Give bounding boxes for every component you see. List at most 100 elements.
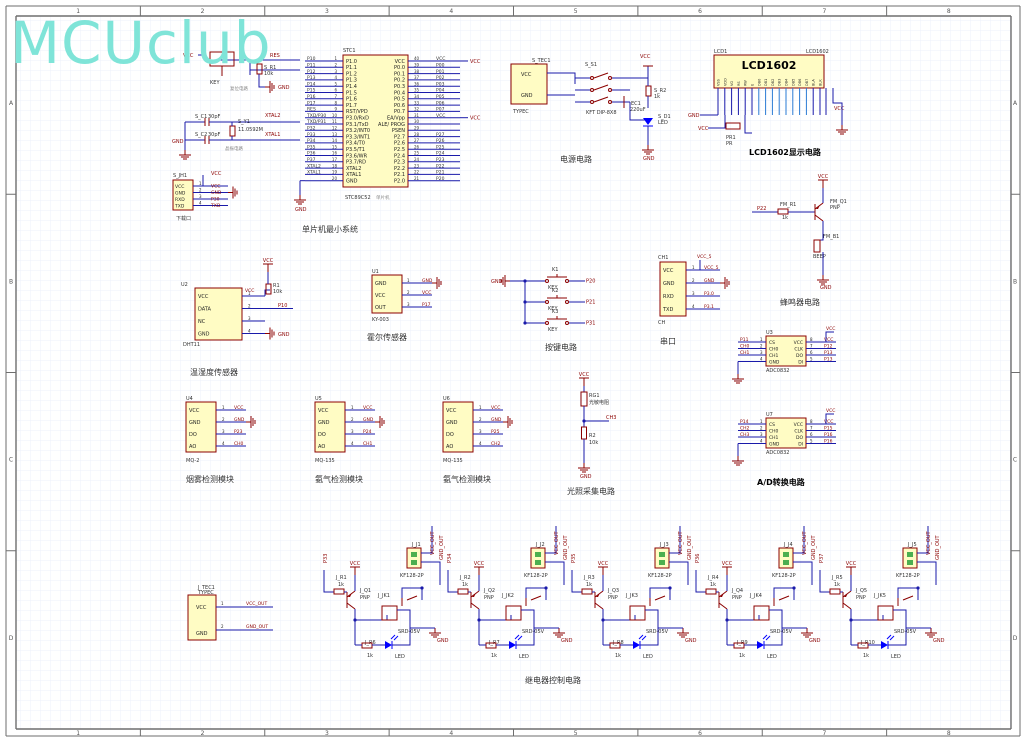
adc-lpin: CS [769,422,775,428]
relay-led [385,641,392,649]
uart-ref: CH1 [658,255,668,261]
mcu-note: 单片机 [376,194,390,201]
mcu-left-net: P37 [307,157,316,163]
wire [793,526,805,554]
relay-j-ref: J_J3 [659,542,669,548]
adc-lnet: CH0 [740,344,750,350]
relay-led-label: LED [643,654,653,660]
relay-led [757,641,764,649]
mcu-left-pin-name: P3.0/RxD [346,116,369,122]
border-col-label: 7 [823,8,827,15]
sensor-net: GND [491,417,502,423]
crystal-c2v: 30pF [208,132,221,138]
switch-contact [608,76,612,80]
dht-body [194,287,243,341]
adc-pin-num: 1 [760,337,763,342]
dht-pin: VCC [198,294,209,300]
relay-led-label: LED [519,654,529,660]
relay-r-ref: J_R3 [583,575,595,581]
crystal-freq: 11.0592M [238,127,263,133]
led-ray [393,635,399,641]
adc-ref: U3 [766,330,773,336]
transistor-collector [346,602,356,610]
mcu-right-net: P25 [436,144,445,150]
border-col-label: 7 [823,730,827,737]
key-label: K1 [552,267,558,273]
lcd-pot [725,122,741,130]
mcu-pin-number: 40 [414,56,420,61]
adc-vcc: VCC [826,326,835,332]
key-net: P21 [586,300,595,306]
lcd-bl-vcc: VCC [834,106,845,112]
key-contact [545,279,549,283]
relay-gnd: GND [561,638,573,644]
key-net: P31 [586,321,595,327]
relay-vcc-out: VCC_OUT [926,531,932,555]
mcu-pin-number: 11 [332,119,338,124]
hall-part: KY-003 [372,317,389,323]
wire [629,102,648,121]
dht-part: DHT11 [183,342,200,348]
sensor-caption: 烟雾检测模块 [186,474,234,484]
mcu-ref: STC1 [343,48,356,54]
mcu-left-pin-name: XTAL2 [346,166,361,172]
relay-r-ref: J_R2 [459,575,471,581]
mcu-left-net: P33 [307,132,316,138]
dht-pin-num: 4 [248,329,251,334]
key-type: KEY [548,306,558,312]
key-contact [545,300,549,304]
wire [258,74,265,88]
relay-led-label: LED [395,654,405,660]
uart-pin-num: 4 [692,304,695,309]
typec2-body [187,594,217,641]
typec2-ref: J_TEC1 [197,585,215,591]
wire [893,609,907,628]
dht-r-value: 10k [273,289,282,295]
sensor-pin-num: 2 [479,417,482,422]
lcd-name: LCD1602 [742,59,797,72]
mcu-right-pin-name: P0.0 [394,65,405,71]
relay-srd: SRD-05V [522,629,545,635]
typec2-pin: GND [196,631,208,637]
mcu-left-net: P35 [307,144,316,150]
relay-terminal-pin [783,560,789,565]
relay-j-ref: J_J1 [411,542,421,548]
mcu-pin-number: 7 [334,94,337,99]
relay-switch [654,595,666,601]
relay-q-type: PNP [360,595,370,601]
light-rg-ref: RG1 [589,393,600,399]
keys-gnd: GND [491,279,503,285]
key-contact [565,300,569,304]
prog-net: VCC [211,184,220,190]
power-switch-ref: S_S1 [585,62,597,68]
adc-lpin: CH1 [769,353,779,359]
mcu-right-pin-name: P0.4 [394,90,405,96]
lcd-pin-name: DB3 [778,79,782,86]
uart-net: GND [704,278,715,284]
lcd-pin-name: VSS [717,78,721,86]
wire [392,628,411,646]
mcu-right-pin-name: P2.3 [394,160,405,166]
border-col-label: 1 [76,730,80,737]
transistor-collector [814,214,824,222]
sensor-ref: U5 [315,396,322,402]
junction [544,586,548,590]
adc-vcc: VCC [826,408,835,414]
power-caption: 电源电路 [560,154,592,164]
border-col-label: 5 [574,8,578,15]
typec2-type: TYPEC [197,590,214,596]
wire [897,587,919,600]
relay-r-ref: J_R5 [831,575,843,581]
border-row-label: A [1013,100,1018,107]
relay-led-label: LED [767,654,777,660]
mcu-left-pin-name: P1.5 [346,90,357,96]
mcu-pin-number: 4 [334,75,337,80]
key-net: P20 [586,279,595,285]
wire [525,587,547,600]
hall-pin-num: 2 [407,290,410,295]
key-contact [565,279,569,283]
sensor-part: MQ-135 [443,458,463,464]
border-col-label: 1 [76,8,80,15]
sensor-pin: VCC [446,408,457,414]
relay-terminal-pin [659,560,665,565]
